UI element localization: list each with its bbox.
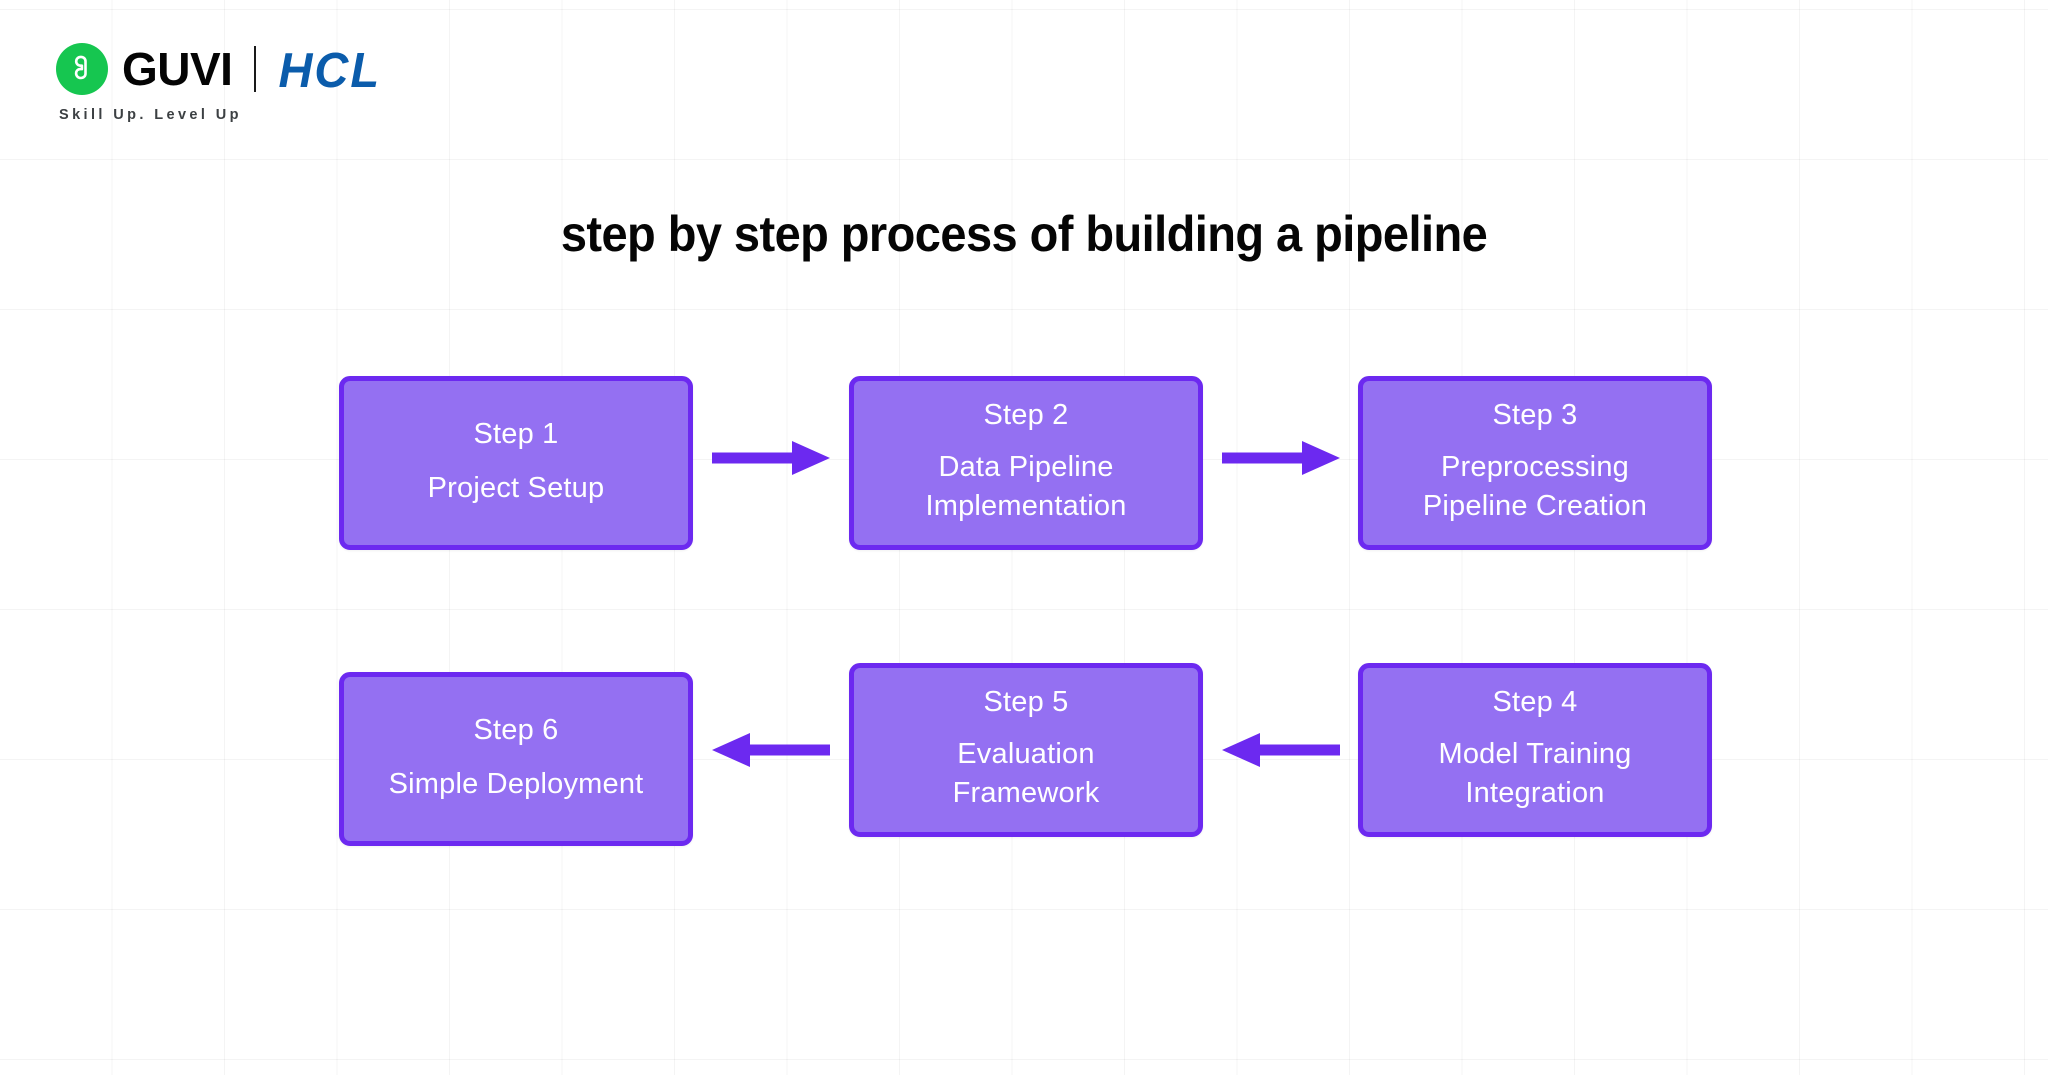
flow-node-step-1[interactable]: Step 1 Project Setup [339, 376, 693, 550]
arrow-left-icon-step5-to-step6 [712, 730, 830, 770]
step-heading: Step 2 [983, 399, 1069, 432]
step-description: Model Training Integration [1438, 735, 1631, 812]
brand-tagline: Skill Up. Level Up [59, 107, 242, 123]
guvi-g-mark-icon [56, 43, 108, 95]
flow-node-step-4[interactable]: Step 4 Model Training Integration [1358, 663, 1712, 837]
brand-divider [254, 46, 257, 92]
step-description: Simple Deployment [389, 765, 644, 804]
step-heading: Step 3 [1492, 399, 1578, 432]
step-heading: Step 5 [983, 686, 1069, 719]
step-description-line: Evaluation [957, 738, 1095, 771]
step-description: Project Setup [428, 469, 605, 508]
arrow-left-icon-step4-to-step5 [1222, 730, 1340, 770]
flow-node-step-6[interactable]: Step 6 Simple Deployment [339, 672, 693, 846]
step-description: Data Pipeline Implementation [925, 448, 1126, 525]
step-description-line: Pipeline Creation [1422, 489, 1648, 522]
step-description-line: Simple Deployment [388, 767, 644, 800]
flow-node-step-3[interactable]: Step 3 Preprocessing Pipeline Creation [1358, 376, 1712, 550]
step-heading: Step 4 [1492, 686, 1578, 719]
guvi-wordmark: GUVI [122, 43, 233, 95]
step-heading: Step 6 [473, 713, 559, 746]
step-description: Evaluation Framework [953, 735, 1100, 812]
step-description-line: Project Setup [427, 471, 605, 504]
step-description-line: Data Pipeline [938, 451, 1114, 484]
flow-node-step-5[interactable]: Step 5 Evaluation Framework [849, 663, 1203, 837]
page-title: step by step process of building a pipel… [560, 206, 1488, 262]
step-description-line: Framework [952, 776, 1100, 809]
step-description-line: Implementation [925, 489, 1127, 522]
step-heading: Step 1 [473, 417, 559, 450]
brand-row: GUVI HCL [56, 40, 381, 98]
step-description: Preprocessing Pipeline Creation [1423, 448, 1647, 525]
brand-lockup: GUVI HCL Skill Up. Level Up [56, 40, 381, 123]
step-description-line: Preprocessing [1441, 451, 1629, 484]
hcl-wordmark: HCL [278, 41, 382, 97]
arrow-right-icon-step2-to-step3 [1222, 438, 1340, 478]
arrow-right-icon-step1-to-step2 [712, 438, 830, 478]
step-description-line: Model Training [1438, 738, 1632, 771]
flow-node-step-2[interactable]: Step 2 Data Pipeline Implementation [849, 376, 1203, 550]
step-description-line: Integration [1465, 776, 1605, 809]
